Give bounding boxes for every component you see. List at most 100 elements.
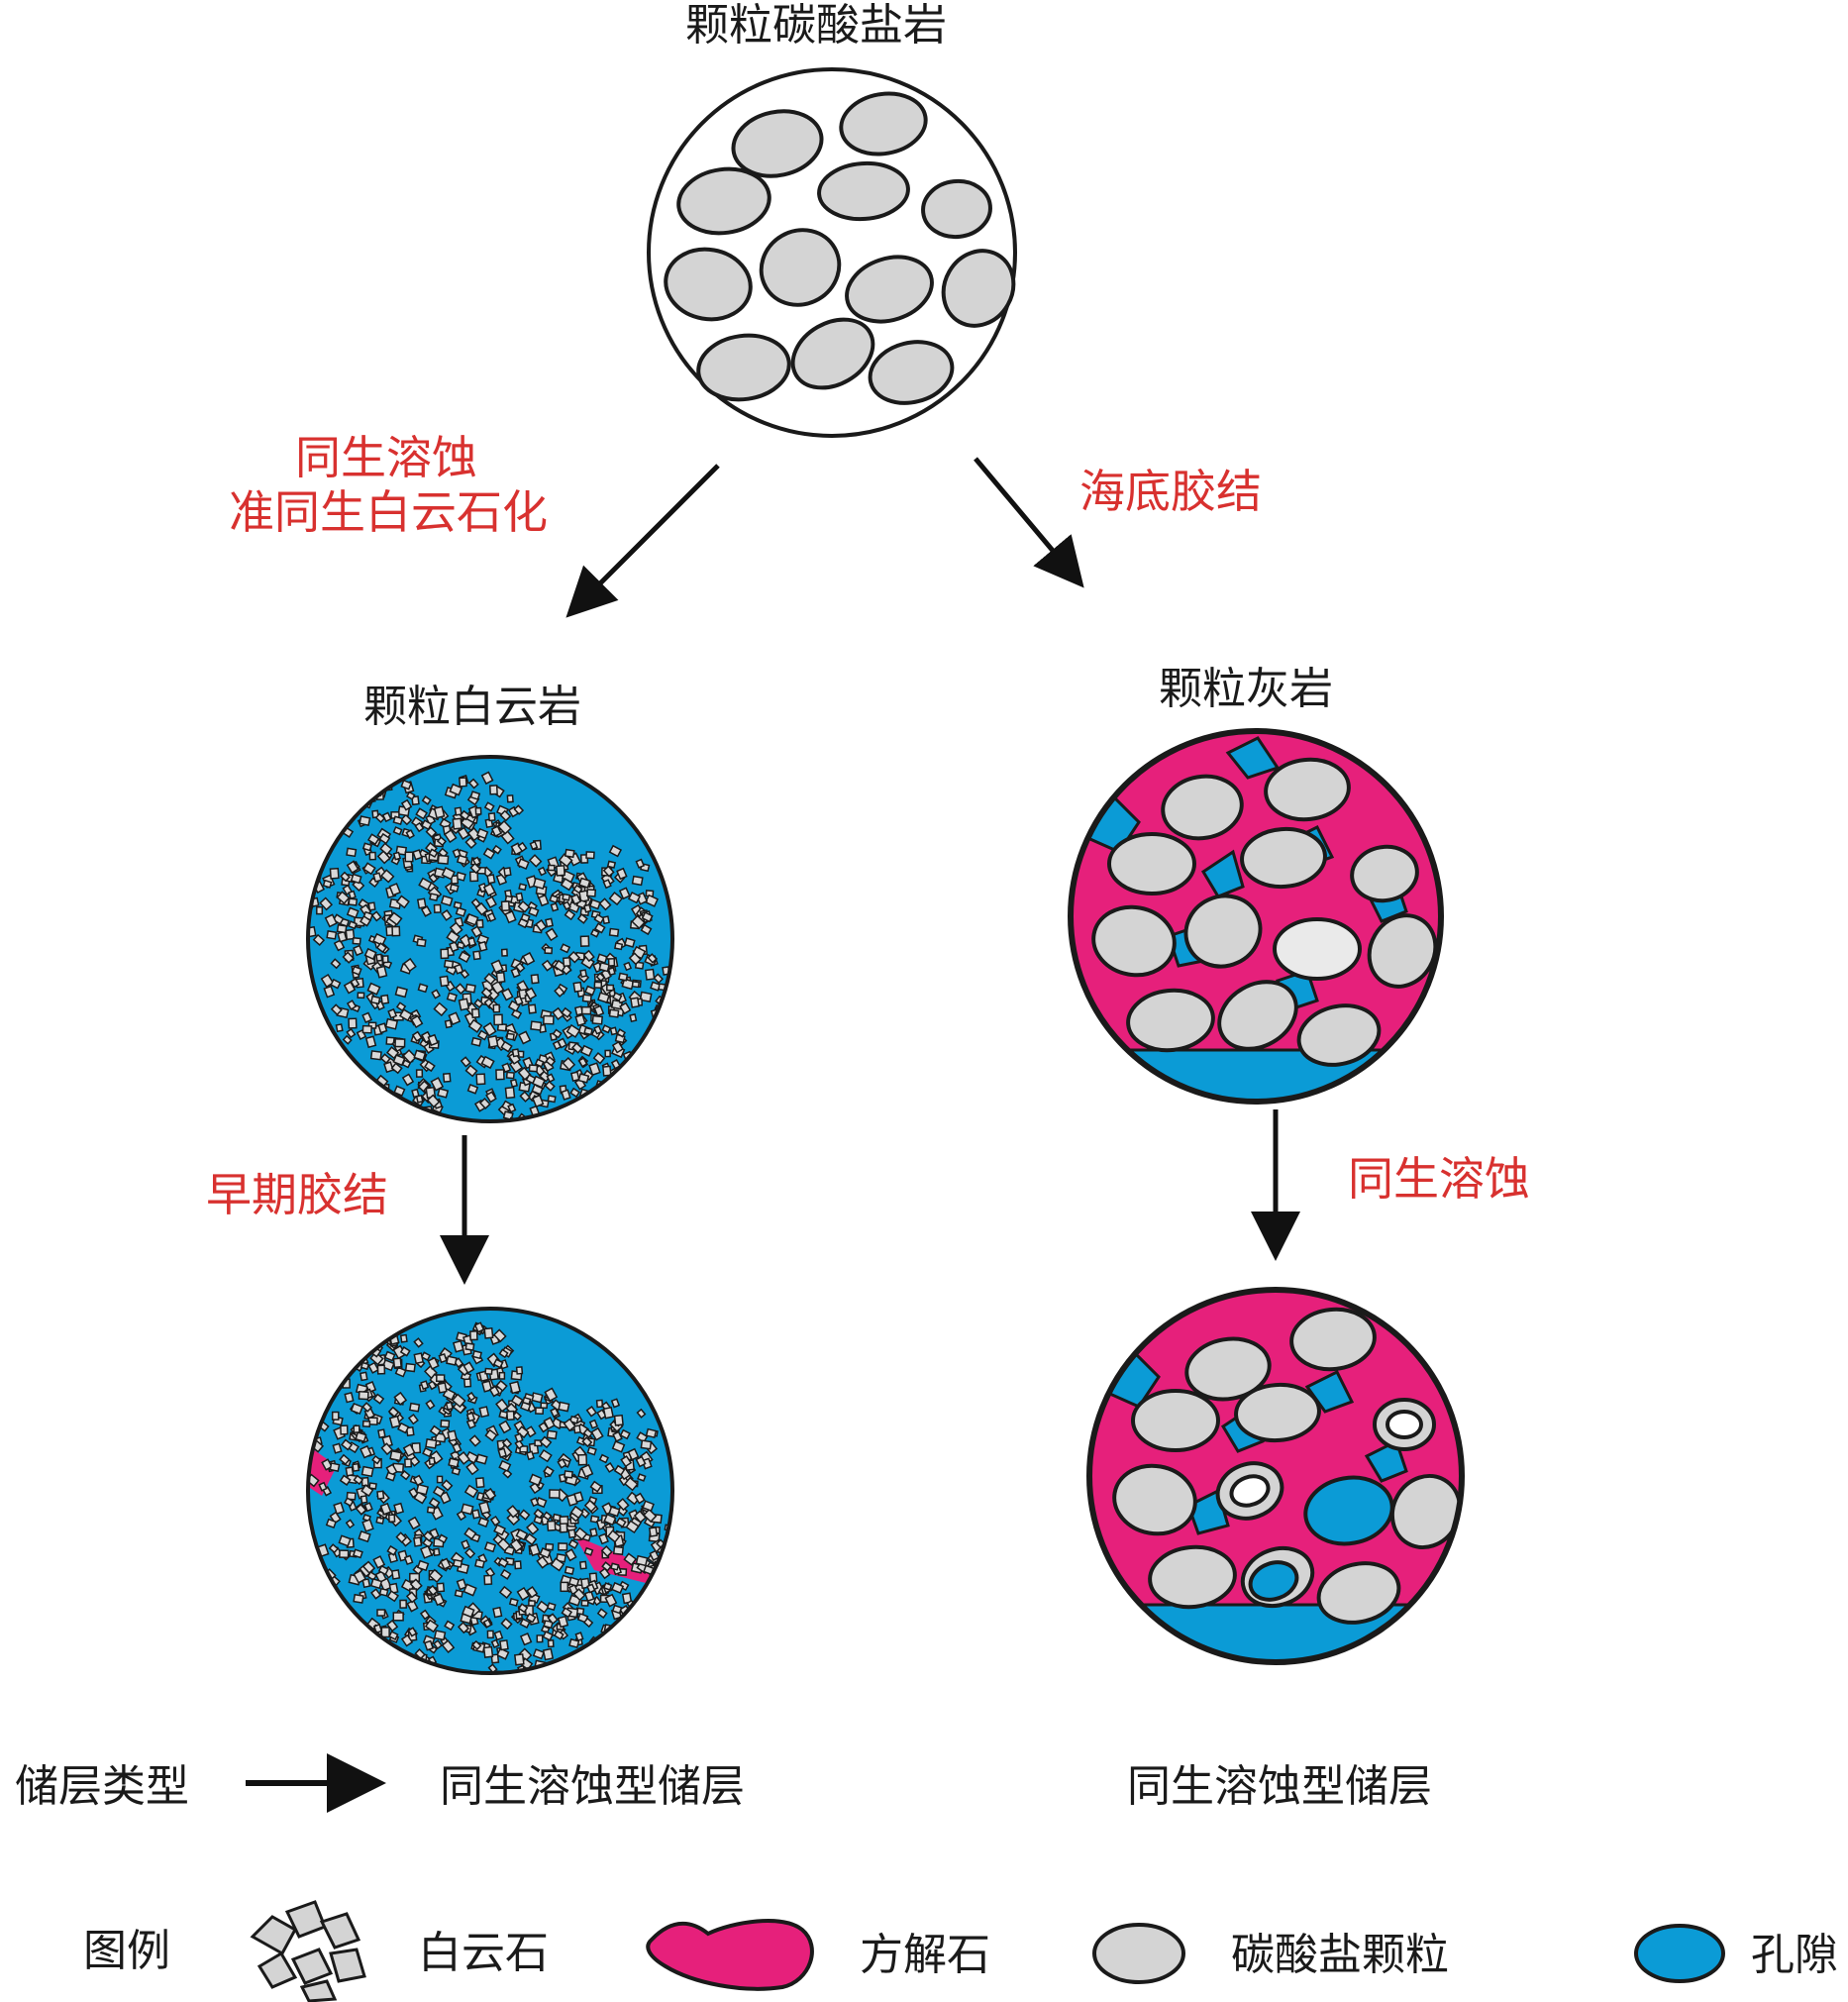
dolomite-crystal <box>533 1515 544 1526</box>
dolomite-crystal <box>461 1503 474 1516</box>
dolomite-crystal <box>489 1515 501 1527</box>
process-label-right-down: 同生溶蚀 <box>1348 1152 1530 1206</box>
dolomite-crystal <box>462 1605 475 1619</box>
dolomite-crystal <box>412 1661 426 1673</box>
dolomite-crystal <box>440 1557 452 1570</box>
dolomite-crystal <box>540 1625 551 1634</box>
dolomite-crystal <box>583 1590 595 1603</box>
dolomite-crystal <box>582 949 595 963</box>
dolomite-crystal <box>565 1548 577 1562</box>
dolomite-crystal <box>522 951 536 966</box>
dolomite-crystal <box>449 783 463 796</box>
dolomite-crystal <box>437 1382 448 1394</box>
dolomite-crystal <box>460 1056 471 1068</box>
dolomite-crystal <box>428 1568 444 1584</box>
dolomite-crystal <box>497 1447 507 1458</box>
dolomite-crystal <box>447 1429 458 1442</box>
dolomite-crystal <box>377 1564 389 1576</box>
dolomite-crystal <box>441 1639 456 1653</box>
dolomite-crystal <box>329 867 340 880</box>
dolomite-crystal <box>595 1086 609 1101</box>
dolomite-crystal <box>433 1639 443 1650</box>
dolomite-crystal <box>398 1008 413 1022</box>
dolomite-crystal <box>399 1470 411 1481</box>
dolomite-crystal <box>629 1013 638 1023</box>
dolomite-crystal <box>610 1562 620 1571</box>
dolomite-crystal <box>448 1457 461 1468</box>
dolomite-crystal <box>561 1607 573 1619</box>
dolomite-crystal <box>518 1509 531 1521</box>
dolomite-crystal <box>627 1447 640 1461</box>
dolomite-crystal <box>417 983 429 994</box>
dolomite-crystal <box>346 847 358 858</box>
dolomite-crystal <box>372 932 387 947</box>
dolomite-crystal <box>572 884 583 895</box>
dolomite-crystal <box>580 1463 594 1478</box>
legend: 图例 白云石 方解石 碳酸盐颗粒 孔隙 <box>83 1900 1838 2002</box>
dolomite-crystal <box>593 981 603 990</box>
dolomite-crystal <box>428 1456 436 1466</box>
dolomite-crystal <box>366 833 380 846</box>
dolomite-crystal <box>545 917 554 928</box>
dolomite-crystal <box>444 829 458 844</box>
dolomite-crystal <box>419 1544 433 1559</box>
dolomite-crystal <box>370 995 381 1005</box>
dolomite-crystal <box>318 1481 328 1492</box>
dolomite-crystal <box>576 913 588 924</box>
dolomite-crystal <box>425 826 438 839</box>
dolomite-crystal <box>535 919 548 932</box>
dolomite-crystal <box>359 914 372 927</box>
dolomite-crystal <box>635 1554 649 1567</box>
dolomite-crystal <box>478 1098 491 1109</box>
dolomite-crystal <box>452 1442 462 1454</box>
dolomite-crystal <box>477 1517 490 1528</box>
dolomite-crystal <box>588 1062 601 1077</box>
dolomite-crystal <box>361 1024 372 1034</box>
dolomite-crystal <box>452 817 463 830</box>
dolomite-crystal <box>424 1060 436 1073</box>
dolomite-crystal <box>564 848 575 859</box>
dolomite-crystals-icon <box>250 1900 366 2002</box>
dolomite-crystal <box>634 1492 646 1505</box>
dolomite-crystal <box>602 1065 612 1077</box>
dolomite-crystal <box>486 874 496 885</box>
dolomite-crystal <box>623 1552 638 1566</box>
dolomite-crystal <box>378 832 391 845</box>
dolomite-crystal <box>393 1391 408 1406</box>
dolomite-crystal <box>390 1062 403 1075</box>
dolomite-crystal <box>433 805 446 819</box>
dolomite-crystal <box>525 1613 537 1624</box>
dolomite-crystal <box>346 1000 358 1010</box>
dolomite-crystal <box>546 1073 556 1084</box>
dolomite-crystal <box>401 1073 415 1087</box>
dolomite-crystal <box>465 1412 476 1422</box>
dolomite-crystal <box>464 1450 479 1464</box>
dolomite-crystal <box>614 942 624 951</box>
dolomite-crystal <box>472 950 481 961</box>
dolomite-crystal <box>386 1544 398 1556</box>
dolomite-crystal <box>339 1474 352 1486</box>
dolomite-crystal <box>497 1557 509 1568</box>
dolomite-crystal <box>607 967 616 977</box>
dolomite-crystal <box>468 871 479 883</box>
dolomite-crystal <box>467 1018 483 1033</box>
dolomite-crystal <box>351 965 362 976</box>
dolomite-crystal <box>462 1361 475 1374</box>
dolomite-crystal <box>406 1599 419 1613</box>
dolomite-crystal <box>552 1028 563 1039</box>
dolomite-crystal <box>429 1424 442 1437</box>
dolomite-crystal <box>361 1402 372 1413</box>
dolomite-crystal <box>402 1443 416 1457</box>
dolomite-crystal <box>607 958 616 967</box>
dolomite-crystal <box>339 1453 351 1466</box>
dolomite-crystal <box>415 1483 430 1496</box>
dolomite-crystal <box>370 910 382 922</box>
dolomite-crystal <box>562 900 571 911</box>
dolomite-crystal <box>490 1638 500 1648</box>
dolomite-crystal <box>639 991 653 1003</box>
dolomite-crystal <box>602 879 612 890</box>
dolomite-crystal <box>556 865 565 877</box>
dolomite-crystal <box>392 1612 404 1622</box>
dolomite-crystal <box>400 798 413 811</box>
dolomite-crystal <box>616 1088 626 1099</box>
